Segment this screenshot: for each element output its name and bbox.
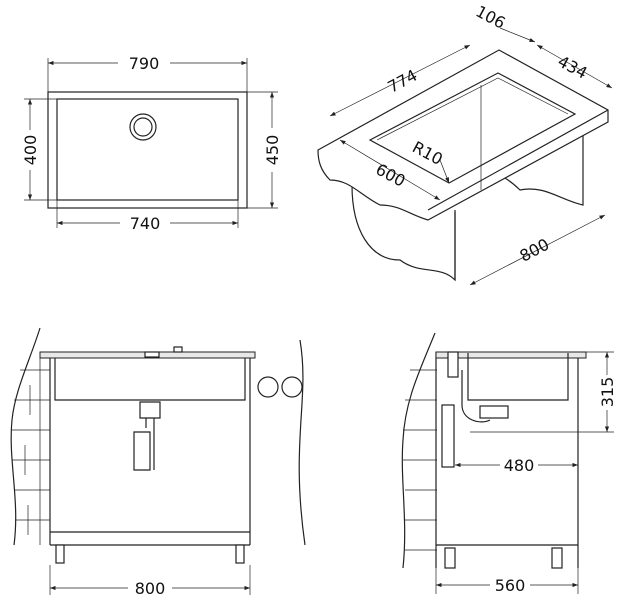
dim-side-560: 560 [495,576,526,595]
inner-bowl [56,98,239,201]
dim-front-800: 800 [135,579,166,598]
dim-plan-left: 400 [21,135,40,166]
dim-iso-434: 434 [555,52,591,83]
dim-plan-bottom: 740 [130,214,161,233]
dim-plan-right: 450 [263,135,282,166]
front-view: 800 [10,327,306,598]
outer-rim [47,91,248,209]
dim-side-480: 480 [504,456,535,475]
dim-iso-800: 800 [516,235,552,266]
side-view: 315 480 560 [401,332,617,595]
dim-side-315: 315 [598,377,617,408]
dim-iso-774: 774 [384,66,420,97]
drain-icon [129,113,157,141]
plan-view: 790 740 400 450 [21,54,282,233]
isometric-view: 774 106 434 R10 600 800 [317,2,613,286]
tap-hole-icon [257,376,279,398]
overflow-icon [144,351,160,358]
dim-iso-106: 106 [473,2,509,33]
dim-plan-top: 790 [129,54,160,73]
tap-hole-icon [281,376,303,398]
